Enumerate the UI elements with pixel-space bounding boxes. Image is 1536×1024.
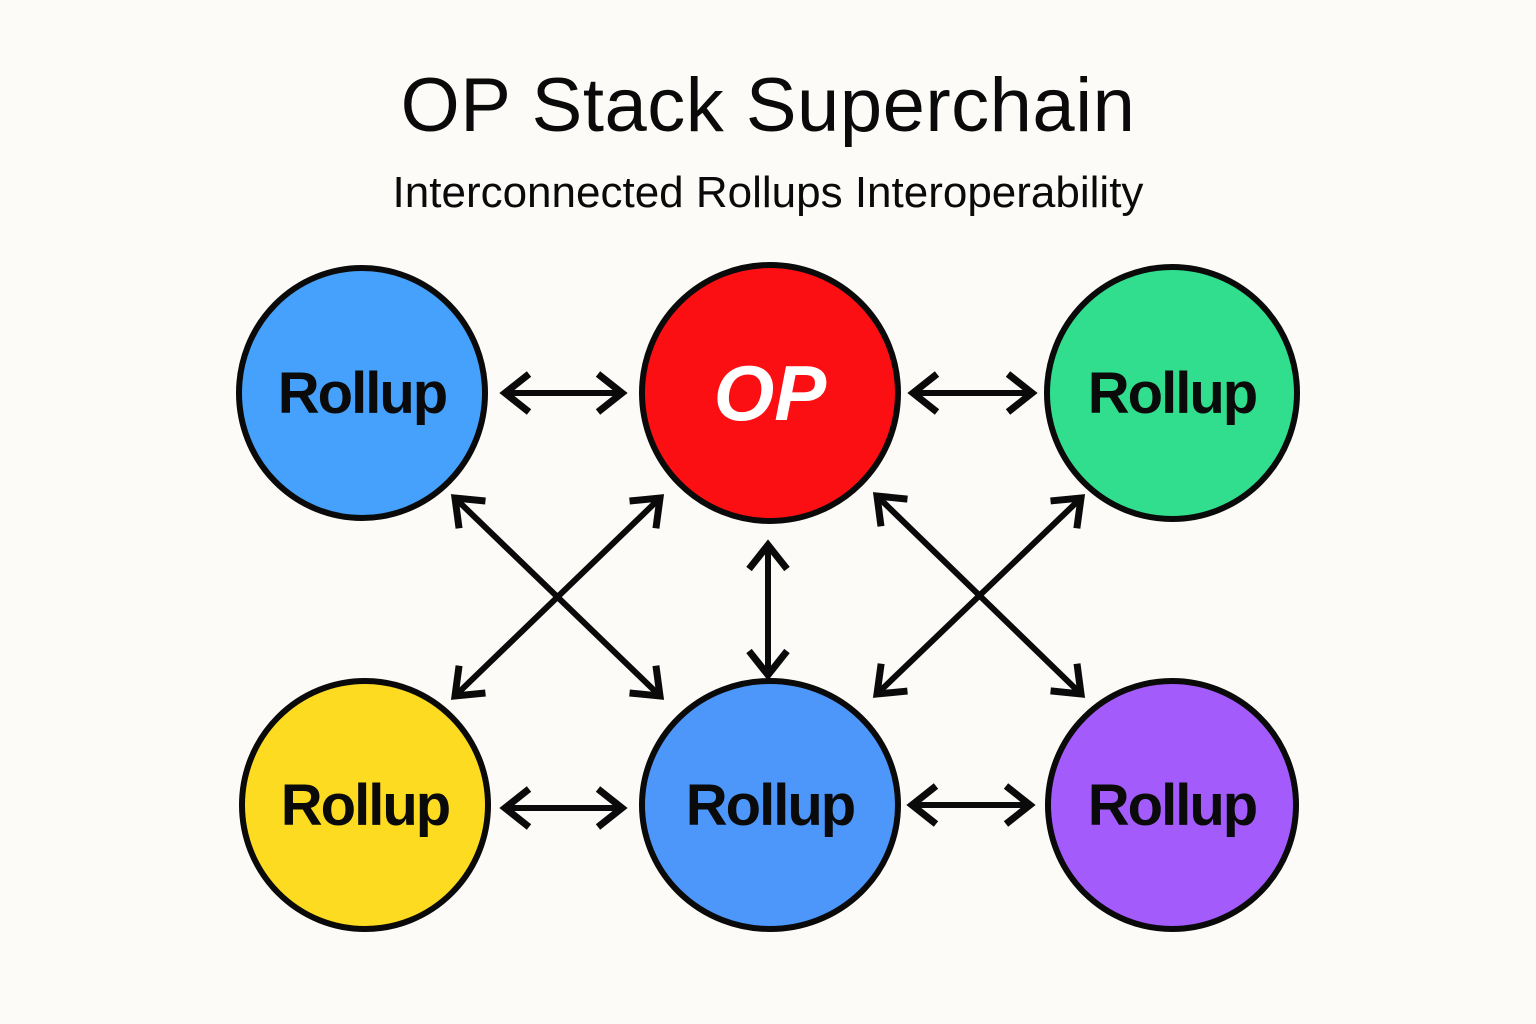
arrowhead-icon — [1050, 663, 1086, 698]
node-circle — [639, 262, 901, 524]
node-bottom-right: Rollup — [1045, 678, 1299, 932]
arrowhead-icon — [1003, 783, 1036, 827]
node-circle — [1044, 264, 1300, 522]
connection-arrow-top-left-top-center — [499, 371, 628, 415]
arrowhead-icon — [746, 648, 790, 681]
node-circle — [239, 678, 491, 932]
arrowhead-icon — [872, 663, 908, 698]
connection-arrow-bottom-center-bottom-right — [906, 783, 1036, 827]
arrowhead-icon — [1050, 494, 1086, 529]
node-label: Rollup — [686, 773, 855, 838]
arrowhead-icon — [629, 665, 665, 700]
connection-arrow-top-right-bottom-center — [872, 494, 1086, 698]
node-top-center: OP — [639, 262, 901, 524]
arrowhead-icon — [1005, 371, 1038, 415]
node-label: Rollup — [1088, 773, 1257, 838]
node-circle — [1045, 678, 1299, 932]
arrowhead-icon — [499, 371, 532, 415]
arrowhead-icon — [629, 494, 665, 529]
node-label: Rollup — [281, 773, 450, 838]
connection-line — [874, 495, 1084, 697]
arrowhead-icon — [595, 371, 628, 415]
connection-arrow-top-center-top-right — [907, 371, 1038, 415]
connection-arrow-top-center-bottom-left — [450, 494, 665, 700]
arrowhead-icon — [499, 786, 532, 830]
arrowhead-icon — [872, 492, 908, 527]
node-top-left: Rollup — [236, 265, 488, 521]
diagram-title: OP Stack Superchain — [400, 63, 1136, 148]
arrowhead-icon — [450, 494, 486, 529]
node-bottom-center: Rollup — [639, 678, 901, 932]
diagram-subtitle: Interconnected Rollups Interoperability — [392, 168, 1144, 217]
connections-layer — [450, 371, 1086, 830]
node-circle — [639, 678, 901, 932]
arrowhead-icon — [450, 665, 486, 700]
arrowhead-icon — [907, 371, 940, 415]
arrowhead-icon — [595, 786, 628, 830]
connection-line — [452, 495, 663, 699]
node-label: OP — [714, 349, 828, 437]
node-bottom-left: Rollup — [239, 678, 491, 932]
node-circle — [236, 265, 488, 521]
node-label: Rollup — [1088, 361, 1257, 426]
arrowhead-icon — [746, 539, 790, 572]
node-label: Rollup — [278, 361, 447, 426]
connection-arrow-bottom-left-bottom-center — [499, 786, 628, 830]
connection-arrow-top-center-bottom-center — [746, 539, 790, 681]
arrowhead-icon — [906, 783, 939, 827]
node-top-right: Rollup — [1044, 264, 1300, 522]
